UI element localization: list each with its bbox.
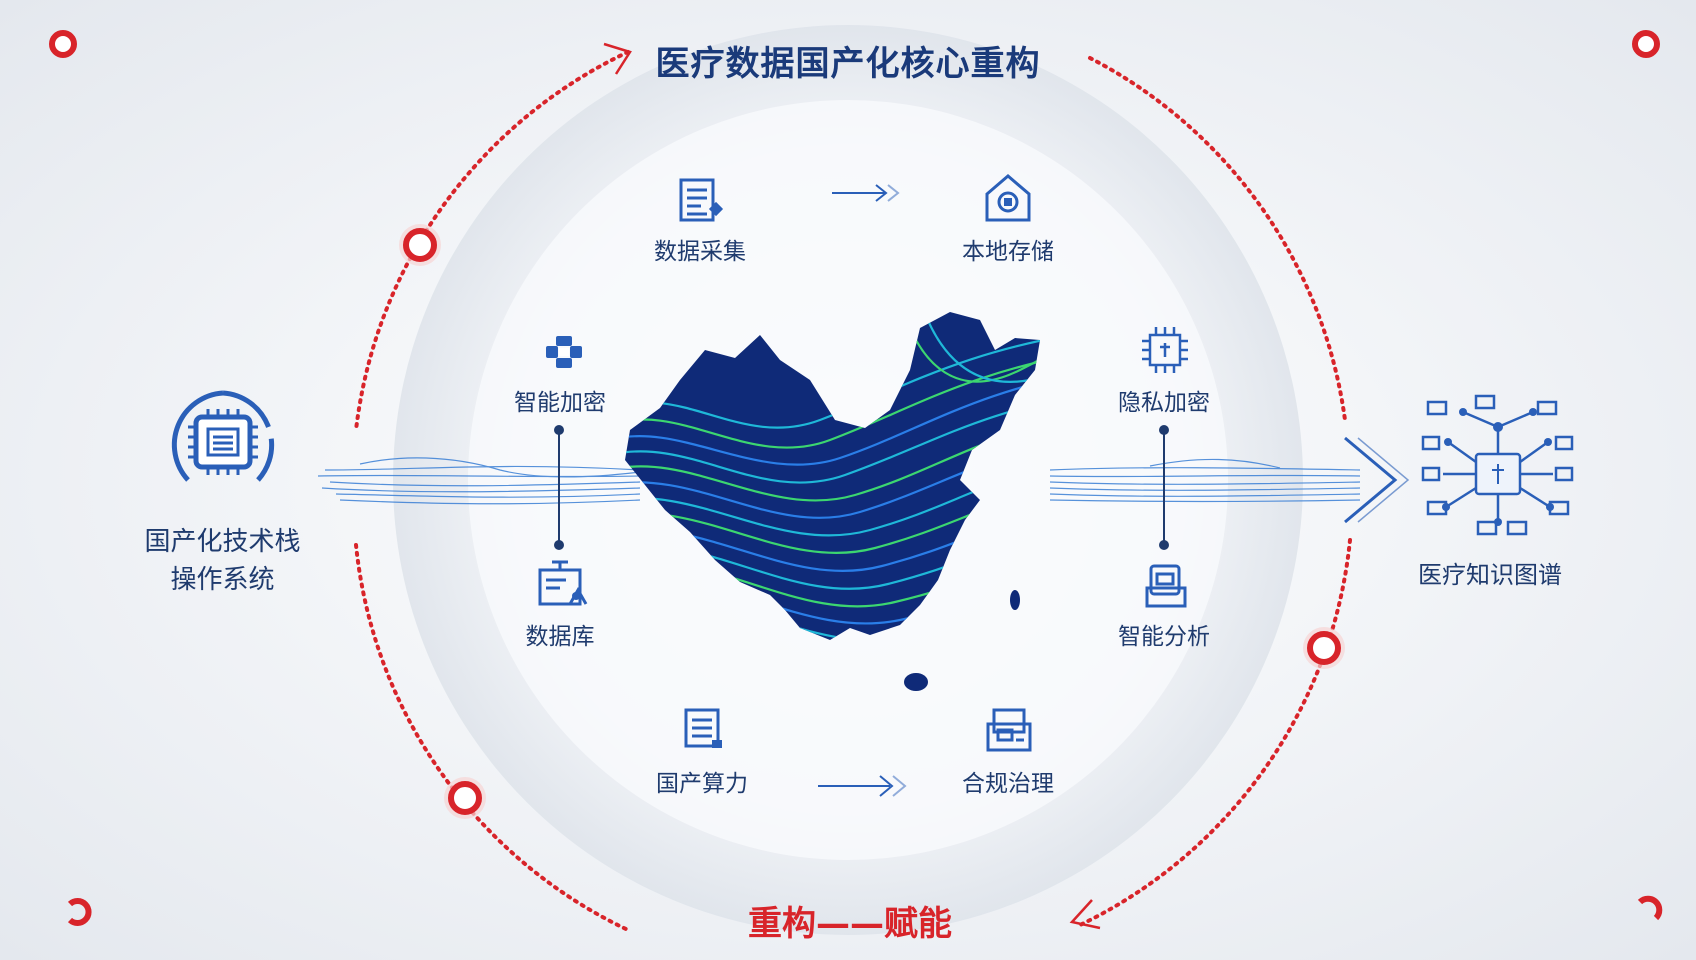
node-crypto-label: 智能加密 <box>514 390 606 416</box>
processor-icon <box>1142 327 1188 373</box>
node-governance-label: 合规治理 <box>962 771 1054 797</box>
chip-icon <box>171 390 275 482</box>
analysis-device-icon <box>1145 564 1187 608</box>
ring-node-markers <box>399 224 1345 819</box>
server-stack-icon <box>684 708 722 748</box>
database-icon <box>538 560 588 606</box>
node-compute-label: 国产算力 <box>656 771 748 797</box>
document-icon <box>679 178 724 222</box>
node-database-label: 数据库 <box>525 624 595 650</box>
left-block-label: 国产化技术栈 操作系统 <box>110 523 335 599</box>
home-storage-icon <box>985 174 1031 222</box>
node-analysis-label: 智能分析 <box>1118 624 1210 650</box>
compliance-icon <box>986 708 1032 752</box>
os-label: 操作系统 <box>170 565 275 595</box>
china-map <box>625 312 1040 691</box>
network-cube-icon <box>546 336 582 368</box>
diagram-footer: 重构——赋能 <box>748 904 952 944</box>
node-privacy-label: 隐私加密 <box>1118 390 1210 416</box>
tech-stack-label: 国产化技术栈 <box>144 527 301 557</box>
node-storage-label: 本地存储 <box>962 239 1054 265</box>
diagram-title: 医疗数据国产化核心重构 <box>655 44 1041 84</box>
knowledge-graph-icon <box>1421 394 1574 536</box>
knowledge-graph-label: 医疗知识图谱 <box>1418 561 1562 589</box>
node-collect-label: 数据采集 <box>654 239 746 265</box>
